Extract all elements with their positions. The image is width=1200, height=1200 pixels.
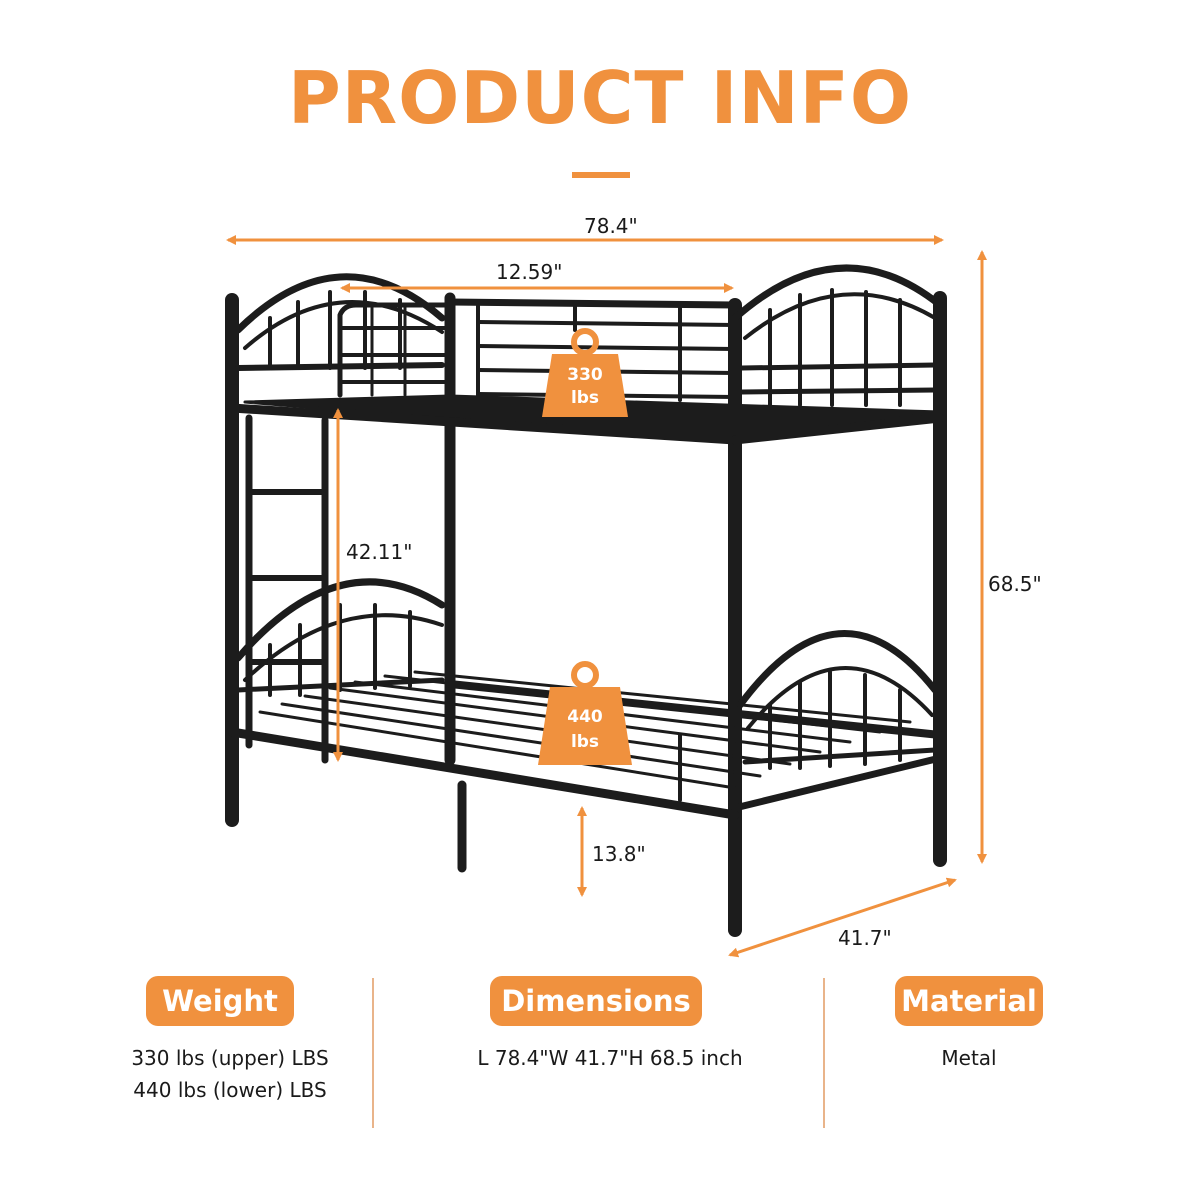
width-label: 41.7"	[838, 926, 892, 950]
weight-upper-text: 330 lbs (upper) LBS	[131, 1046, 329, 1070]
material-badge: Material	[895, 976, 1043, 1026]
material-info: Metal	[869, 1042, 1069, 1074]
weight-lower-text: 440 lbs (lower) LBS	[133, 1078, 327, 1102]
section-divider	[372, 978, 374, 1128]
upper-weight-unit: lbs	[571, 388, 599, 408]
lower-weight-value: 440	[567, 707, 603, 727]
page-title: PRODUCT INFO	[287, 56, 913, 140]
length-label: 78.4"	[584, 214, 638, 238]
weight-icon-upper: 330 lbs	[542, 328, 628, 417]
weight-icon-lower: 440 lbs	[538, 661, 632, 765]
title-underline	[572, 172, 630, 178]
weight-info: 330 lbs (upper) LBS 440 lbs (lower) LBS	[70, 1042, 390, 1106]
weight-badge: Weight	[146, 976, 294, 1026]
upper-weight-value: 330	[567, 365, 603, 385]
dimensions-badge: Dimensions	[490, 976, 702, 1026]
bunk-bed-illustration: 330 lbs 440 lbs	[225, 235, 987, 958]
material-text: Metal	[941, 1046, 997, 1070]
dimensions-text: L 78.4"W 41.7"H 68.5 inch	[477, 1046, 743, 1070]
rail-length-label: 12.59"	[496, 260, 563, 284]
bed-frame	[225, 264, 947, 937]
dimensions-info: L 78.4"W 41.7"H 68.5 inch	[440, 1042, 780, 1074]
bunk-spacing-label: 42.11"	[346, 540, 413, 564]
height-label: 68.5"	[988, 572, 1042, 596]
clearance-label: 13.8"	[592, 842, 646, 866]
dimension-arrows	[226, 235, 987, 958]
section-divider	[823, 978, 825, 1128]
width-arrow-icon	[728, 877, 957, 958]
lower-weight-unit: lbs	[571, 732, 599, 752]
